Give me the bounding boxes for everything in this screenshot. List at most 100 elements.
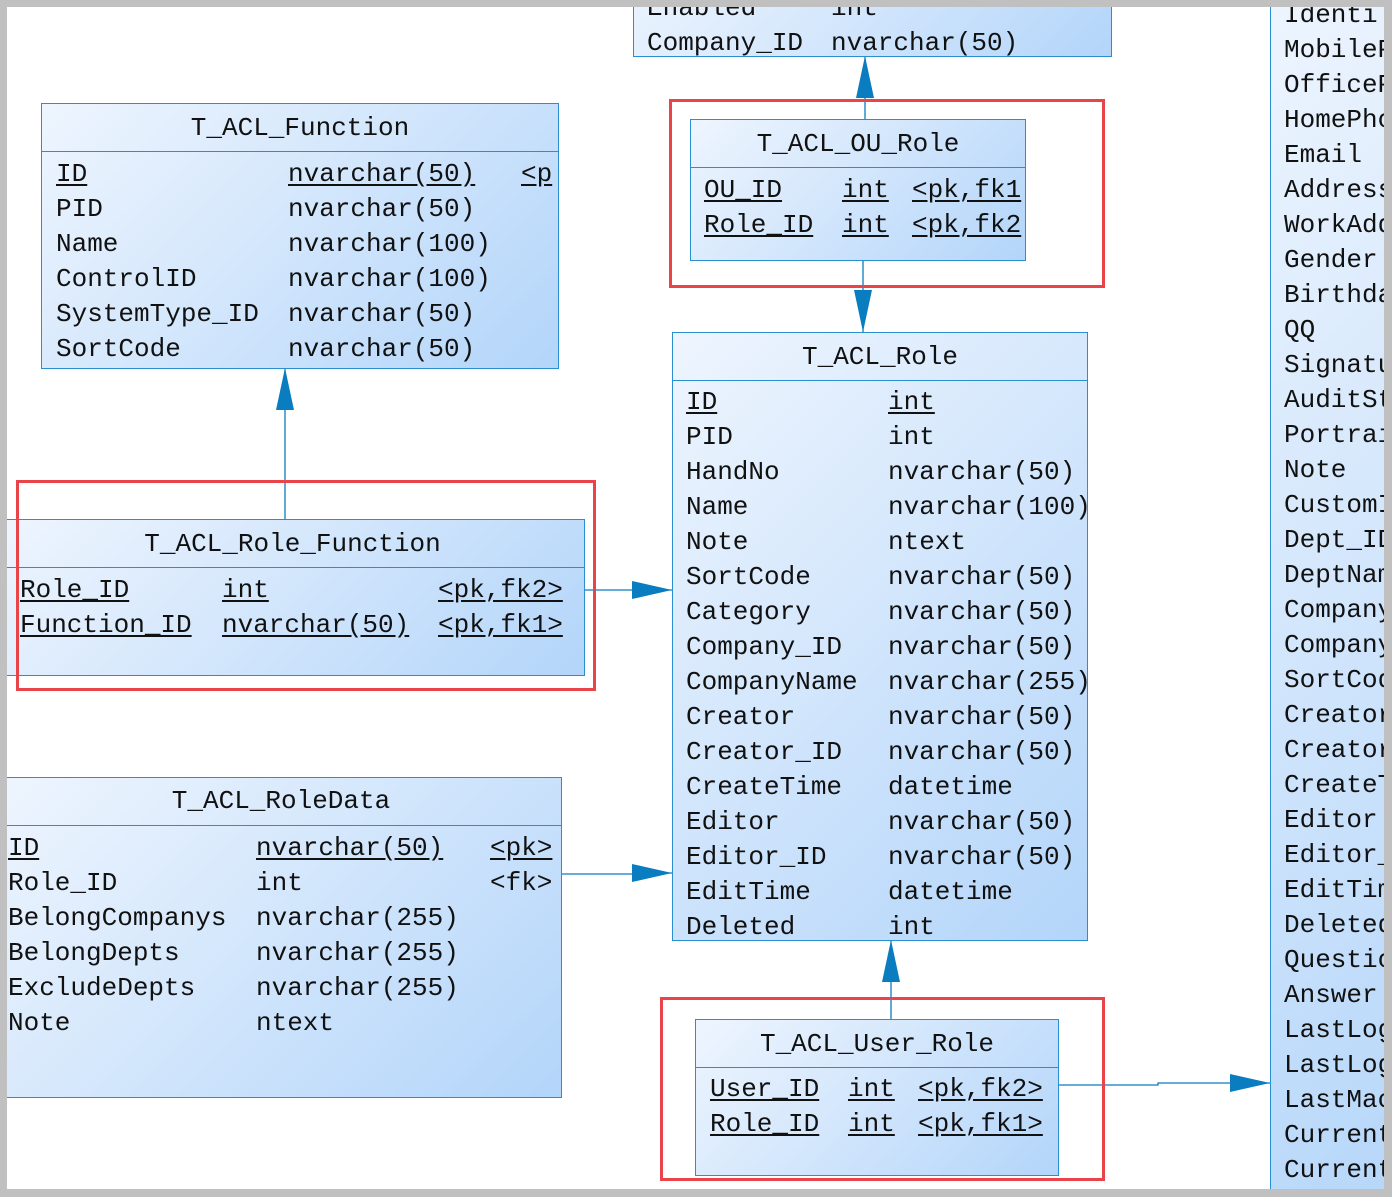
title-separator bbox=[7, 825, 561, 826]
column-name: Company bbox=[1284, 595, 1384, 625]
column-name: Dept_ID bbox=[1284, 525, 1384, 555]
column-type: nvarchar(100) bbox=[888, 492, 1088, 522]
column-key: <fk> bbox=[490, 868, 553, 898]
column-name: BelongDepts bbox=[8, 938, 180, 968]
column-name: Editor bbox=[1284, 805, 1378, 835]
column-type: nvarchar(50) bbox=[288, 334, 476, 364]
column-name: Creator_ID bbox=[686, 737, 843, 767]
column-name: Note bbox=[1284, 455, 1347, 485]
column-name: Creator bbox=[1284, 735, 1384, 765]
column-name: Category bbox=[686, 597, 811, 627]
column-type: int bbox=[842, 210, 889, 240]
link-ou-role-to-company bbox=[856, 56, 874, 119]
title-separator bbox=[42, 151, 558, 152]
column-name: OfficeP bbox=[1284, 70, 1384, 100]
column-name: LastMac bbox=[1284, 1085, 1384, 1115]
table-title: T_ACL_Role_Function bbox=[144, 529, 441, 559]
column-name: Identi bbox=[1284, 7, 1378, 30]
column-name: Birthda bbox=[1284, 280, 1384, 310]
column-type: nvarchar(50) bbox=[888, 702, 1076, 732]
arrowhead-icon bbox=[854, 290, 872, 332]
column-name: Gender bbox=[1284, 245, 1378, 275]
column-name: OU_ID bbox=[704, 175, 783, 205]
link-roledata-to-role bbox=[561, 864, 672, 882]
column-name: HandNo bbox=[686, 457, 780, 487]
link-ou-role-to-role bbox=[854, 260, 872, 332]
column-type: int bbox=[222, 575, 269, 605]
column-type: nvarchar(50) bbox=[288, 299, 476, 329]
link-role-function-to-role bbox=[584, 581, 672, 599]
arrowhead-icon bbox=[882, 940, 900, 982]
column-name: AuditSt bbox=[1284, 385, 1384, 415]
column-type: int bbox=[888, 912, 935, 941]
column-name: Company_ID bbox=[647, 28, 804, 57]
link-user-role-to-role bbox=[882, 940, 900, 1019]
column-type: int bbox=[848, 1074, 895, 1104]
column-type: int bbox=[842, 175, 889, 205]
column-name: Address bbox=[1284, 175, 1384, 205]
column-name: Company_ID bbox=[686, 632, 843, 662]
column-name: Editor_ bbox=[1284, 840, 1384, 870]
column-type: datetime bbox=[888, 877, 1013, 907]
column-type: nvarchar(50) bbox=[888, 597, 1076, 627]
column-name: EditTime bbox=[686, 877, 811, 907]
highlight-ou-role bbox=[669, 99, 1105, 288]
arrowhead-icon bbox=[632, 864, 672, 882]
column-name: Note bbox=[8, 1008, 71, 1038]
column-name: Current bbox=[1284, 1155, 1384, 1185]
column-name: SortCode bbox=[686, 562, 811, 592]
column-name: CustomI bbox=[1284, 490, 1384, 520]
column-name: Creator bbox=[686, 702, 796, 732]
column-type: nvarchar(255) bbox=[256, 938, 459, 968]
title-separator bbox=[7, 567, 584, 568]
column-type: datetime bbox=[888, 772, 1013, 802]
column-name: WorkAdd bbox=[1284, 210, 1384, 240]
title-separator bbox=[673, 380, 1087, 381]
column-type: int bbox=[831, 7, 878, 23]
highlight-role-function bbox=[16, 480, 596, 691]
column-name: Role_ID bbox=[710, 1109, 820, 1139]
column-name: MobileP bbox=[1284, 35, 1384, 65]
column-name: Editor_ID bbox=[686, 842, 827, 872]
column-type: nvarchar(255) bbox=[256, 903, 459, 933]
column-name: ID bbox=[56, 159, 88, 189]
column-type: int bbox=[848, 1109, 895, 1139]
column-name: Signatu bbox=[1284, 350, 1384, 380]
column-type: nvarchar(50) bbox=[888, 632, 1076, 662]
table-title: T_ACL_OU_Role bbox=[756, 129, 960, 159]
column-name: LastLog bbox=[1284, 1050, 1384, 1080]
column-name: Name bbox=[686, 492, 749, 522]
column-type: int bbox=[256, 868, 303, 898]
column-name: ExcludeDepts bbox=[8, 973, 196, 1003]
column-name: Enabled bbox=[647, 7, 757, 23]
column-type: nvarchar(100) bbox=[288, 264, 491, 294]
column-name: Portrai bbox=[1284, 420, 1384, 450]
column-type: ntext bbox=[256, 1008, 335, 1038]
column-key: <pk> bbox=[490, 833, 553, 863]
column-name: DeptNam bbox=[1284, 560, 1384, 590]
column-name: CompanyName bbox=[686, 667, 858, 697]
column-type: int bbox=[888, 422, 935, 452]
column-key: <pk,fk1> bbox=[918, 1109, 1043, 1139]
relationship-lines bbox=[276, 56, 1270, 1092]
column-name: PID bbox=[686, 422, 733, 452]
column-key: <pk,fk2> bbox=[918, 1074, 1043, 1104]
column-type: nvarchar(50) bbox=[888, 562, 1076, 592]
column-name: QQ bbox=[1284, 315, 1316, 345]
column-type: nvarchar(50) bbox=[222, 610, 410, 640]
column-name: Deleted bbox=[1284, 910, 1384, 940]
column-name: SystemType_ID bbox=[56, 299, 259, 329]
column-name: Note bbox=[686, 527, 749, 557]
column-name: Answer bbox=[1284, 980, 1378, 1010]
column-name: Deleted bbox=[686, 912, 796, 941]
column-type: nvarchar(50) bbox=[888, 807, 1076, 837]
